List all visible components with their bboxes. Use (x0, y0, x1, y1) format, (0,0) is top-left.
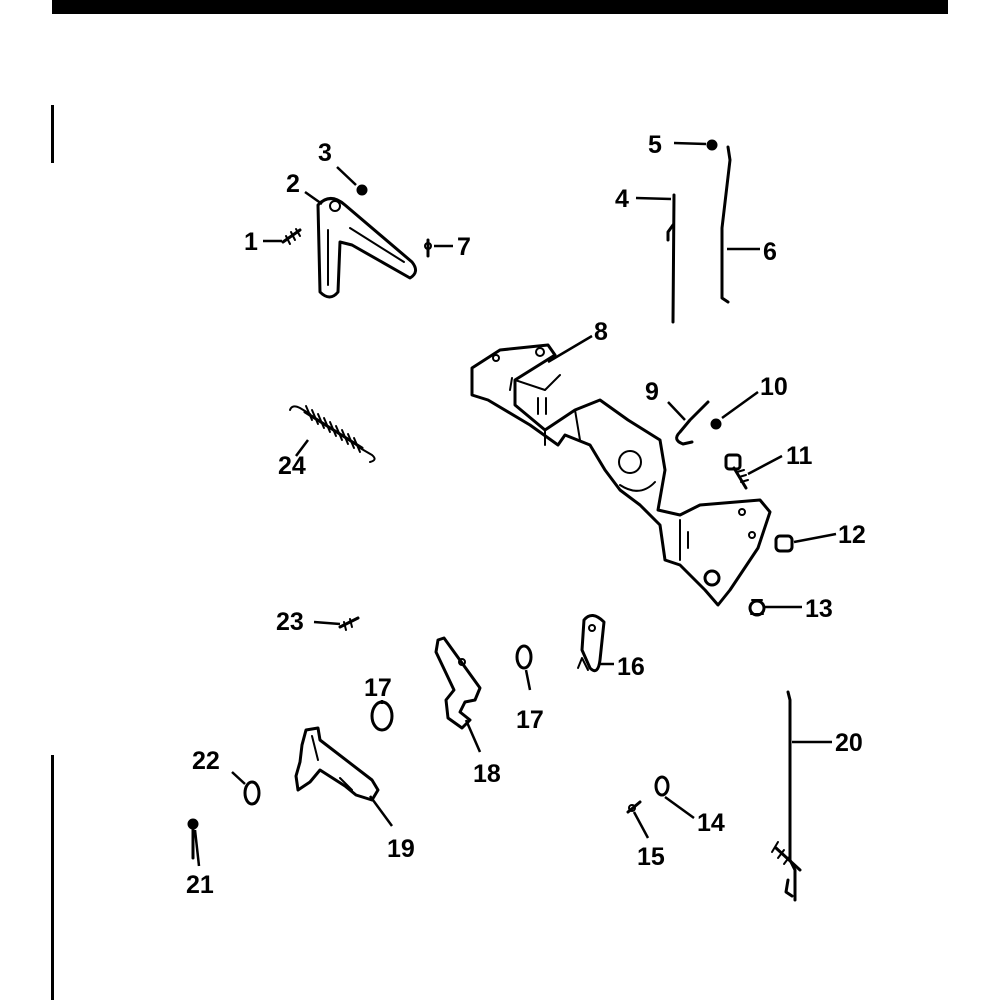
callout-11: 11 (786, 442, 813, 470)
callout-22: 22 (192, 747, 220, 775)
callout-6: 6 (763, 238, 777, 266)
callout-2: 2 (286, 170, 300, 198)
callout-18: 18 (473, 760, 501, 788)
part-2-lever (316, 197, 417, 299)
callout-14: 14 (697, 809, 725, 837)
part-9-clip (675, 400, 710, 446)
callout-7: 7 (457, 233, 471, 261)
part-13-screw (748, 599, 766, 617)
header-bar (52, 0, 948, 14)
part-16-plate (577, 614, 606, 673)
callout-15: 15 (637, 843, 665, 871)
part-1-screw (281, 228, 302, 245)
part-10-nut (710, 418, 722, 430)
part-6-link-rod (720, 145, 732, 304)
part-8-bracket (470, 343, 772, 607)
callout-5: 5 (648, 131, 662, 159)
left-edge-mark-lower (51, 755, 54, 1000)
callout-17-right: 17 (516, 706, 544, 734)
callout-labels: 1 2 3 4 5 6 7 8 9 10 11 12 13 14 15 16 1… (186, 131, 866, 899)
part-11-bolt (724, 453, 749, 490)
part-23-screw (338, 616, 360, 631)
callout-17-left: 17 (364, 674, 392, 702)
part-17-washer-right (515, 644, 533, 670)
part-22-washer (243, 780, 261, 806)
part-17-washer-left (370, 700, 394, 732)
part-7-pin (424, 238, 432, 258)
part-14-nut (654, 775, 670, 797)
part-5-ball (706, 139, 718, 151)
callout-19: 19 (387, 835, 415, 863)
callout-12: 12 (838, 521, 866, 549)
leader-lines (193, 141, 837, 867)
part-15-pin (626, 800, 642, 814)
part-18-link (434, 636, 482, 730)
callout-21: 21 (186, 871, 214, 899)
callout-1: 1 (244, 228, 258, 256)
callout-23: 23 (276, 608, 304, 636)
part-12-nut (774, 534, 794, 553)
left-edge-mark (51, 105, 54, 163)
callout-4: 4 (615, 185, 629, 213)
callout-9: 9 (645, 378, 659, 406)
part-21-pin (187, 818, 199, 860)
part-24-spring (289, 405, 376, 463)
part-20-rod (771, 690, 802, 902)
callout-8: 8 (594, 318, 608, 346)
callout-16: 16 (617, 653, 645, 681)
callout-3: 3 (318, 139, 332, 167)
part-19-lever (294, 726, 380, 802)
part-4-rod (666, 193, 676, 324)
callout-20: 20 (835, 729, 863, 757)
callout-13: 13 (805, 595, 833, 623)
part-3-nut (356, 184, 368, 196)
callout-10: 10 (760, 373, 788, 401)
callout-24: 24 (278, 452, 306, 480)
